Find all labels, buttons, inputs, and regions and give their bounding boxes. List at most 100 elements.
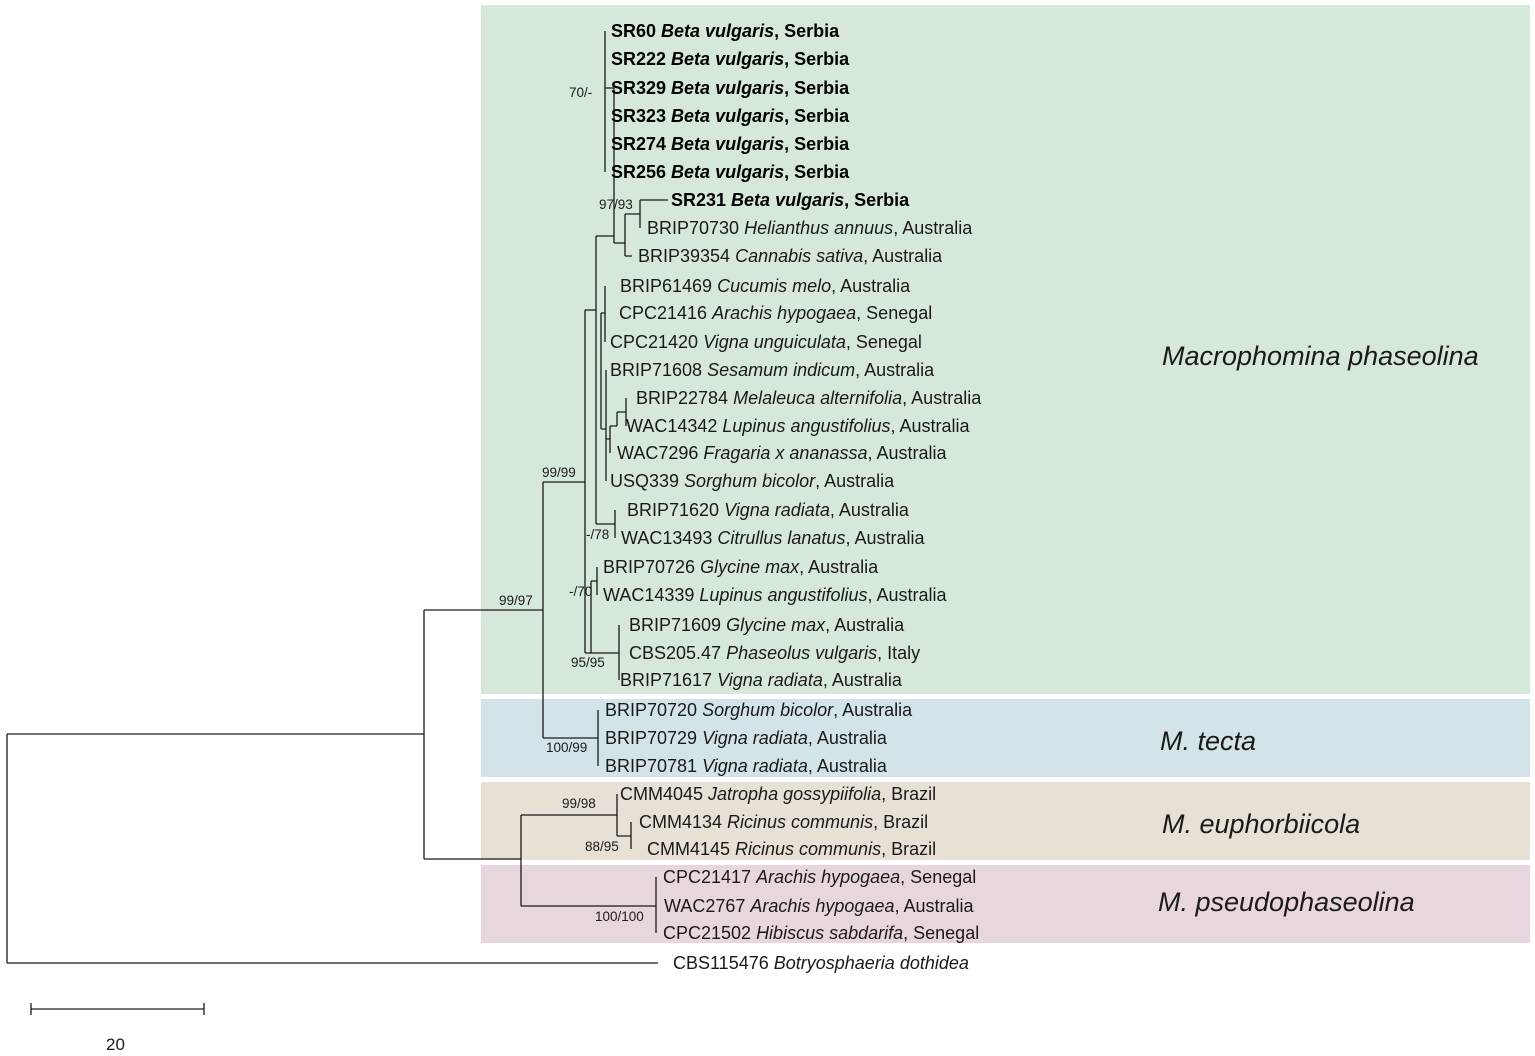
leaf-host-species: Melaleuca alternifolia xyxy=(733,388,902,408)
leaf-strain-id: BRIP71609 xyxy=(629,615,726,635)
leaf-country: , Brazil xyxy=(881,839,936,859)
leaf-strain-id: CPC21416 xyxy=(619,303,712,323)
leaf-label: WAC13493 Citrullus lanatus, Australia xyxy=(621,528,925,548)
leaf-country: , Australia xyxy=(808,728,888,748)
leaf-strain-id: USQ339 xyxy=(610,471,684,491)
leaf-label: CPC21420 Vigna unguiculata, Senegal xyxy=(610,332,922,352)
leaf-strain-id: SR256 xyxy=(611,162,671,182)
clade-label-m-tecta: M. tecta xyxy=(1160,726,1256,756)
leaf-country: , Australia xyxy=(823,670,903,690)
leaf-strain-id: WAC13493 xyxy=(621,528,717,548)
leaf-host-species: Beta vulgaris xyxy=(671,78,784,98)
clade-box-m-euphorbiicola xyxy=(481,782,1530,860)
leaf-country: , Australia xyxy=(833,700,913,720)
branch xyxy=(639,199,668,228)
leaf-host-species: Hibiscus sabdarifa xyxy=(756,923,903,943)
leaf-host-species: Beta vulgaris xyxy=(731,190,844,210)
leaf-label: BRIP22784 Melaleuca alternifolia, Austra… xyxy=(636,388,982,408)
leaf-label: SR329 Beta vulgaris, Serbia xyxy=(611,78,850,98)
leaf-host-species: Glycine max xyxy=(726,615,826,635)
branch xyxy=(624,213,640,257)
support-value: 99/98 xyxy=(562,796,596,811)
leaf-country: , Australia xyxy=(863,246,943,266)
scale-bar: 20 xyxy=(30,1003,205,1054)
leaf-country: , Senegal xyxy=(856,303,932,323)
leaf-country: , Australia xyxy=(893,218,973,238)
leaf-host-species: Beta vulgaris xyxy=(671,162,784,182)
tree-branches xyxy=(6,31,668,964)
leaf-strain-id: CBS115476 xyxy=(673,953,774,973)
branch xyxy=(584,309,596,654)
support-value: -/70 xyxy=(569,584,592,599)
scale-bar-line xyxy=(30,1003,205,1015)
leaf-label: WAC2767 Arachis hypogaea, Australia xyxy=(664,896,975,916)
leaf-strain-id: BRIP70729 xyxy=(605,728,702,748)
leaf-host-species: Fragaria x ananassa xyxy=(703,443,867,463)
leaf-strain-id: WAC7296 xyxy=(617,443,703,463)
leaf-country: , Brazil xyxy=(881,784,936,804)
leaf-host-species: Lupinus angustifolius xyxy=(699,585,867,605)
leaf-strain-id: BRIP61469 xyxy=(620,276,717,296)
leaf-host-species: Ricinus communis xyxy=(727,812,873,832)
leaf-label: BRIP61469 Cucumis melo, Australia xyxy=(620,276,911,296)
leaf-label: BRIP71620 Vigna radiata, Australia xyxy=(627,500,910,520)
support-value: 70/- xyxy=(569,85,592,100)
leaf-label: SR323 Beta vulgaris, Serbia xyxy=(611,106,850,126)
leaf-strain-id: SR329 xyxy=(611,78,671,98)
leaf-label: SR60 Beta vulgaris, Serbia xyxy=(611,21,840,41)
support-value: 99/97 xyxy=(499,593,533,608)
leaf-host-species: Beta vulgaris xyxy=(671,106,784,126)
leaf-strain-id: SR231 xyxy=(671,190,731,210)
leaf-country: , Senegal xyxy=(900,867,976,887)
support-value: 99/99 xyxy=(542,465,576,480)
leaf-label: CMM4045 Jatropha gossypiifolia, Brazil xyxy=(620,784,936,804)
leaf-label: BRIP39354 Cannabis sativa, Australia xyxy=(638,246,943,266)
leaf-host-species: Jatropha gossypiifolia xyxy=(707,784,881,804)
leaf-country: , Italy xyxy=(877,643,920,663)
leaf-strain-id: WAC14339 xyxy=(603,585,699,605)
leaf-country: , Serbia xyxy=(844,190,910,210)
leaf-label: CPC21417 Arachis hypogaea, Senegal xyxy=(663,867,976,887)
support-values: 70/- 97/93 99/99 -/78 -/70 95/95 99/97 1… xyxy=(499,85,644,924)
leaf-country: , Serbia xyxy=(784,106,850,126)
leaf-strain-id: BRIP39354 xyxy=(638,246,735,266)
leaf-host-species: Botryosphaeria dothidea xyxy=(774,953,969,973)
leaf-country: , Australia xyxy=(868,585,948,605)
leaf-host-species: Sesamum indicum xyxy=(707,360,855,380)
leaf-strain-id: WAC14342 xyxy=(626,416,722,436)
clade-box-macrophomina-phaseolina xyxy=(481,5,1530,694)
leaf-host-species: Lupinus angustifolius xyxy=(722,416,890,436)
branch xyxy=(542,481,598,739)
leaf-country: , Senegal xyxy=(903,923,979,943)
leaf-strain-id: CMM4134 xyxy=(639,812,727,832)
leaf-strain-id: SR323 xyxy=(611,106,671,126)
leaf-label: BRIP71608 Sesamum indicum, Australia xyxy=(610,360,935,380)
leaf-host-species: Cucumis melo xyxy=(717,276,831,296)
leaf-host-species: Sorghum bicolor xyxy=(684,471,816,491)
leaf-strain-id: BRIP70720 xyxy=(605,700,702,720)
branch xyxy=(601,510,616,538)
leaf-host-species: Arachis hypogaea xyxy=(755,867,900,887)
leaf-host-species: Sorghum bicolor xyxy=(702,700,834,720)
leaf-country: , Australia xyxy=(891,416,971,436)
branch xyxy=(423,609,543,860)
leaf-label: WAC7296 Fragaria x ananassa, Australia xyxy=(617,443,947,463)
branch xyxy=(591,625,620,680)
clade-box-m-tecta xyxy=(481,699,1530,777)
leaf-country: , Australia xyxy=(799,557,879,577)
leaf-country: , Australia xyxy=(902,388,982,408)
clade-label-m-euphorbiicola: M. euphorbiicola xyxy=(1162,809,1360,839)
leaf-strain-id: BRIP70730 xyxy=(647,218,744,238)
branch xyxy=(616,411,626,426)
branch xyxy=(520,814,656,907)
leaf-label: BRIP71617 Vigna radiata, Australia xyxy=(620,670,903,690)
leaf-label: BRIP71609 Glycine max, Australia xyxy=(629,615,905,635)
leaf-label: USQ339 Sorghum bicolor, Australia xyxy=(610,471,895,491)
leaf-strain-id: SR60 xyxy=(611,21,661,41)
leaf-strain-id: BRIP70781 xyxy=(605,756,702,776)
leaf-country: , Australia xyxy=(825,615,905,635)
support-value: 100/100 xyxy=(595,909,644,924)
leaf-country: , Australia xyxy=(808,756,888,776)
leaf-country: , Australia xyxy=(831,276,911,296)
